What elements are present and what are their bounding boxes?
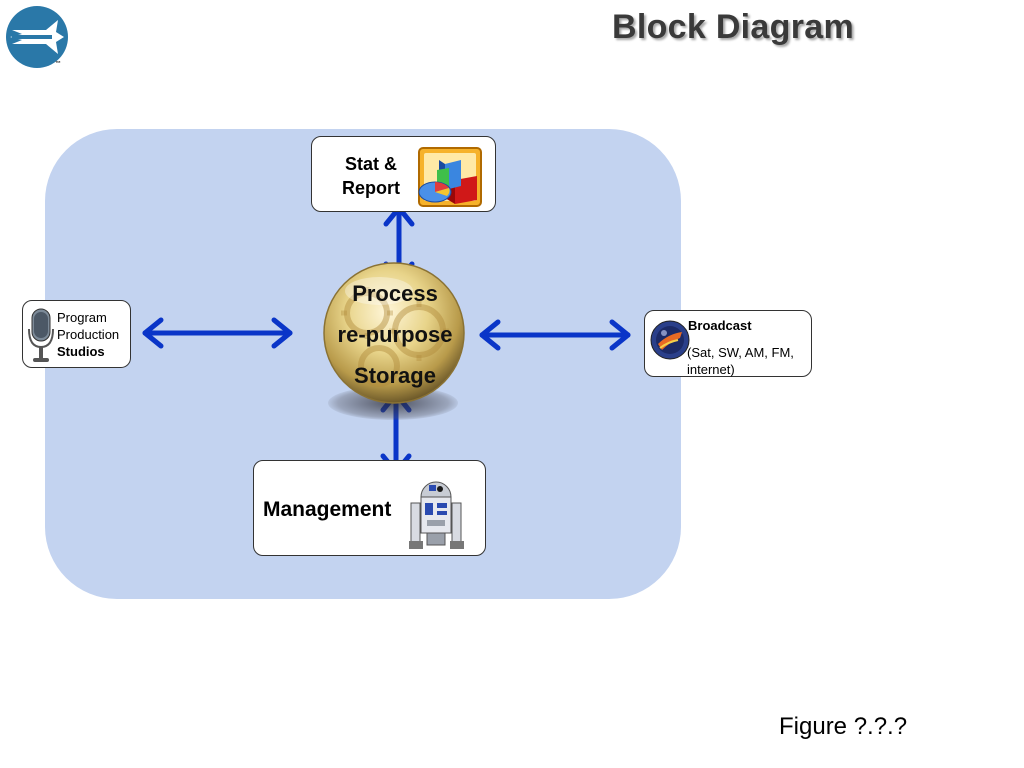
center-line-storage: Storage [354, 363, 436, 388]
broadcast-subtitle: (Sat, SW, AM, FM, internet) [687, 345, 794, 377]
management-box: Management [253, 460, 486, 556]
arrow-program-center [142, 317, 293, 349]
broadcast-box: Broadcast (Sat, SW, AM, FM, internet) [644, 310, 812, 377]
chart-icon [418, 147, 482, 207]
page-title: Block Diagram [612, 8, 854, 46]
trademark-mark: ™ [55, 61, 61, 67]
arrow-center-broadcast [479, 319, 631, 351]
center-line-repurpose: re-purpose [337, 322, 453, 347]
microphone-icon [28, 308, 54, 362]
gear-sphere-icon [323, 262, 465, 404]
stat-report-box: Stat & Report [311, 136, 496, 212]
center-line-process: Process [352, 281, 438, 306]
broadcast-title: Broadcast [688, 318, 752, 333]
globe-icon [650, 320, 690, 360]
program-production-box: Program Production Studios [22, 300, 131, 368]
figure-caption: Figure ?.?.? [779, 713, 908, 740]
program-production-label: Program Production Studios [57, 310, 120, 359]
airplane-logo-icon [6, 6, 68, 68]
robot-icon [409, 481, 464, 549]
management-label: Management [263, 498, 392, 521]
stat-report-label: Stat & Report [342, 154, 400, 198]
